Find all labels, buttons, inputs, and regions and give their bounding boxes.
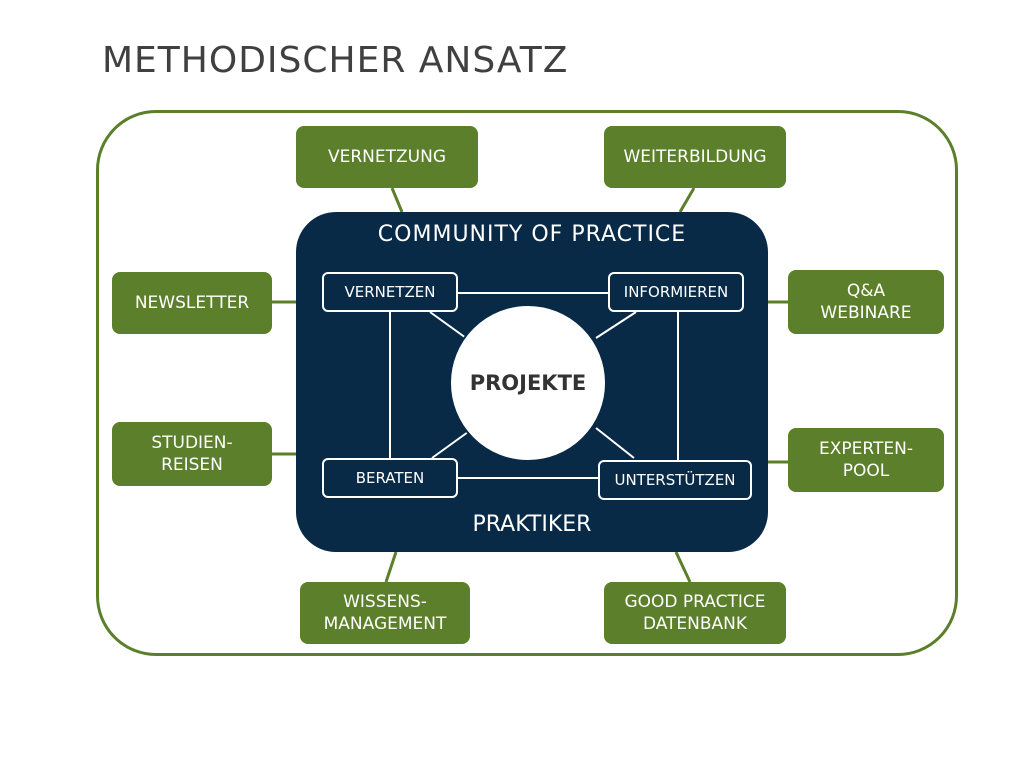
box-good-practice-label: GOOD PRACTICE DATENBANK xyxy=(624,592,766,634)
inner-box-beraten: BERATEN xyxy=(322,458,458,498)
outer-frame xyxy=(96,110,958,656)
box-studienreisen-label: STUDIEN- REISEN xyxy=(151,433,233,475)
projekte-circle: PROJEKTE xyxy=(449,304,607,462)
connector-vernetzung xyxy=(390,187,404,213)
box-good-practice: GOOD PRACTICE DATENBANK xyxy=(604,582,786,644)
box-newsletter: NEWSLETTER xyxy=(112,272,272,334)
box-expertenpool-label: EXPERTEN- POOL xyxy=(819,439,913,481)
box-vernetzung: VERNETZUNG xyxy=(296,126,478,188)
inner-box-informieren: INFORMIEREN xyxy=(608,272,744,312)
box-expertenpool: EXPERTEN- POOL xyxy=(788,428,944,492)
box-qa-webinare: Q&A WEBINARE xyxy=(788,270,944,334)
page-title: METHODISCHER ANSATZ xyxy=(102,40,569,81)
connector-good-practice xyxy=(674,551,692,583)
box-qa-webinare-label: Q&A WEBINARE xyxy=(820,281,912,323)
box-wissensmanagement: WISSENS- MANAGEMENT xyxy=(300,582,470,644)
inner-line-tr xyxy=(595,311,637,339)
box-weiterbildung: WEITERBILDUNG xyxy=(604,126,786,188)
inner-line-br xyxy=(595,427,635,459)
praktiker-label: PRAKTIKER xyxy=(472,512,592,537)
box-vernetzung-label: VERNETZUNG xyxy=(327,147,446,167)
box-studienreisen: STUDIEN- REISEN xyxy=(112,422,272,486)
connector-weiterbildung xyxy=(678,187,696,213)
community-of-practice-label: COMMUNITY OF PRACTICE xyxy=(377,222,687,247)
box-weiterbildung-label: WEITERBILDUNG xyxy=(623,147,767,167)
box-newsletter-label: NEWSLETTER xyxy=(134,293,250,313)
inner-box-unterstuetzen: UNTERSTÜTZEN xyxy=(598,460,752,500)
box-wissensmanagement-label: WISSENS- MANAGEMENT xyxy=(323,592,447,634)
inner-line-bl xyxy=(431,431,469,459)
connector-wissensmanagement xyxy=(384,551,398,583)
inner-line-tl xyxy=(429,311,467,339)
inner-box-vernetzen: VERNETZEN xyxy=(322,272,458,312)
